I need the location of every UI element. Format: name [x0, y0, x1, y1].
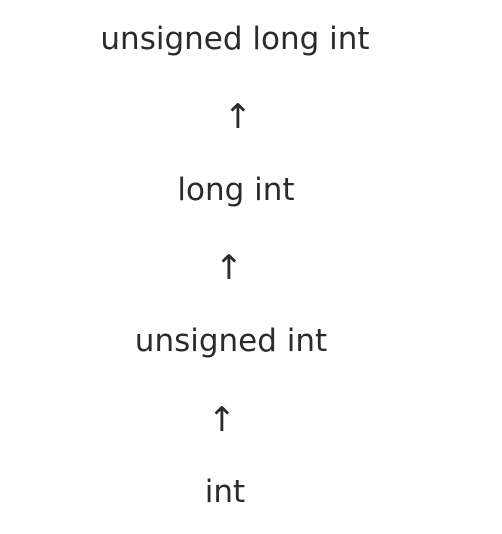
up-arrow-icon: ↑ — [214, 248, 244, 288]
level-unsigned-int: unsigned int — [134, 323, 328, 359]
up-arrow-icon: ↑ — [223, 97, 253, 137]
level-unsigned-long-int: unsigned long int — [100, 21, 370, 57]
level-long-int: long int — [177, 172, 295, 208]
level-int: int — [204, 474, 246, 510]
up-arrow-icon: ↑ — [207, 400, 237, 440]
